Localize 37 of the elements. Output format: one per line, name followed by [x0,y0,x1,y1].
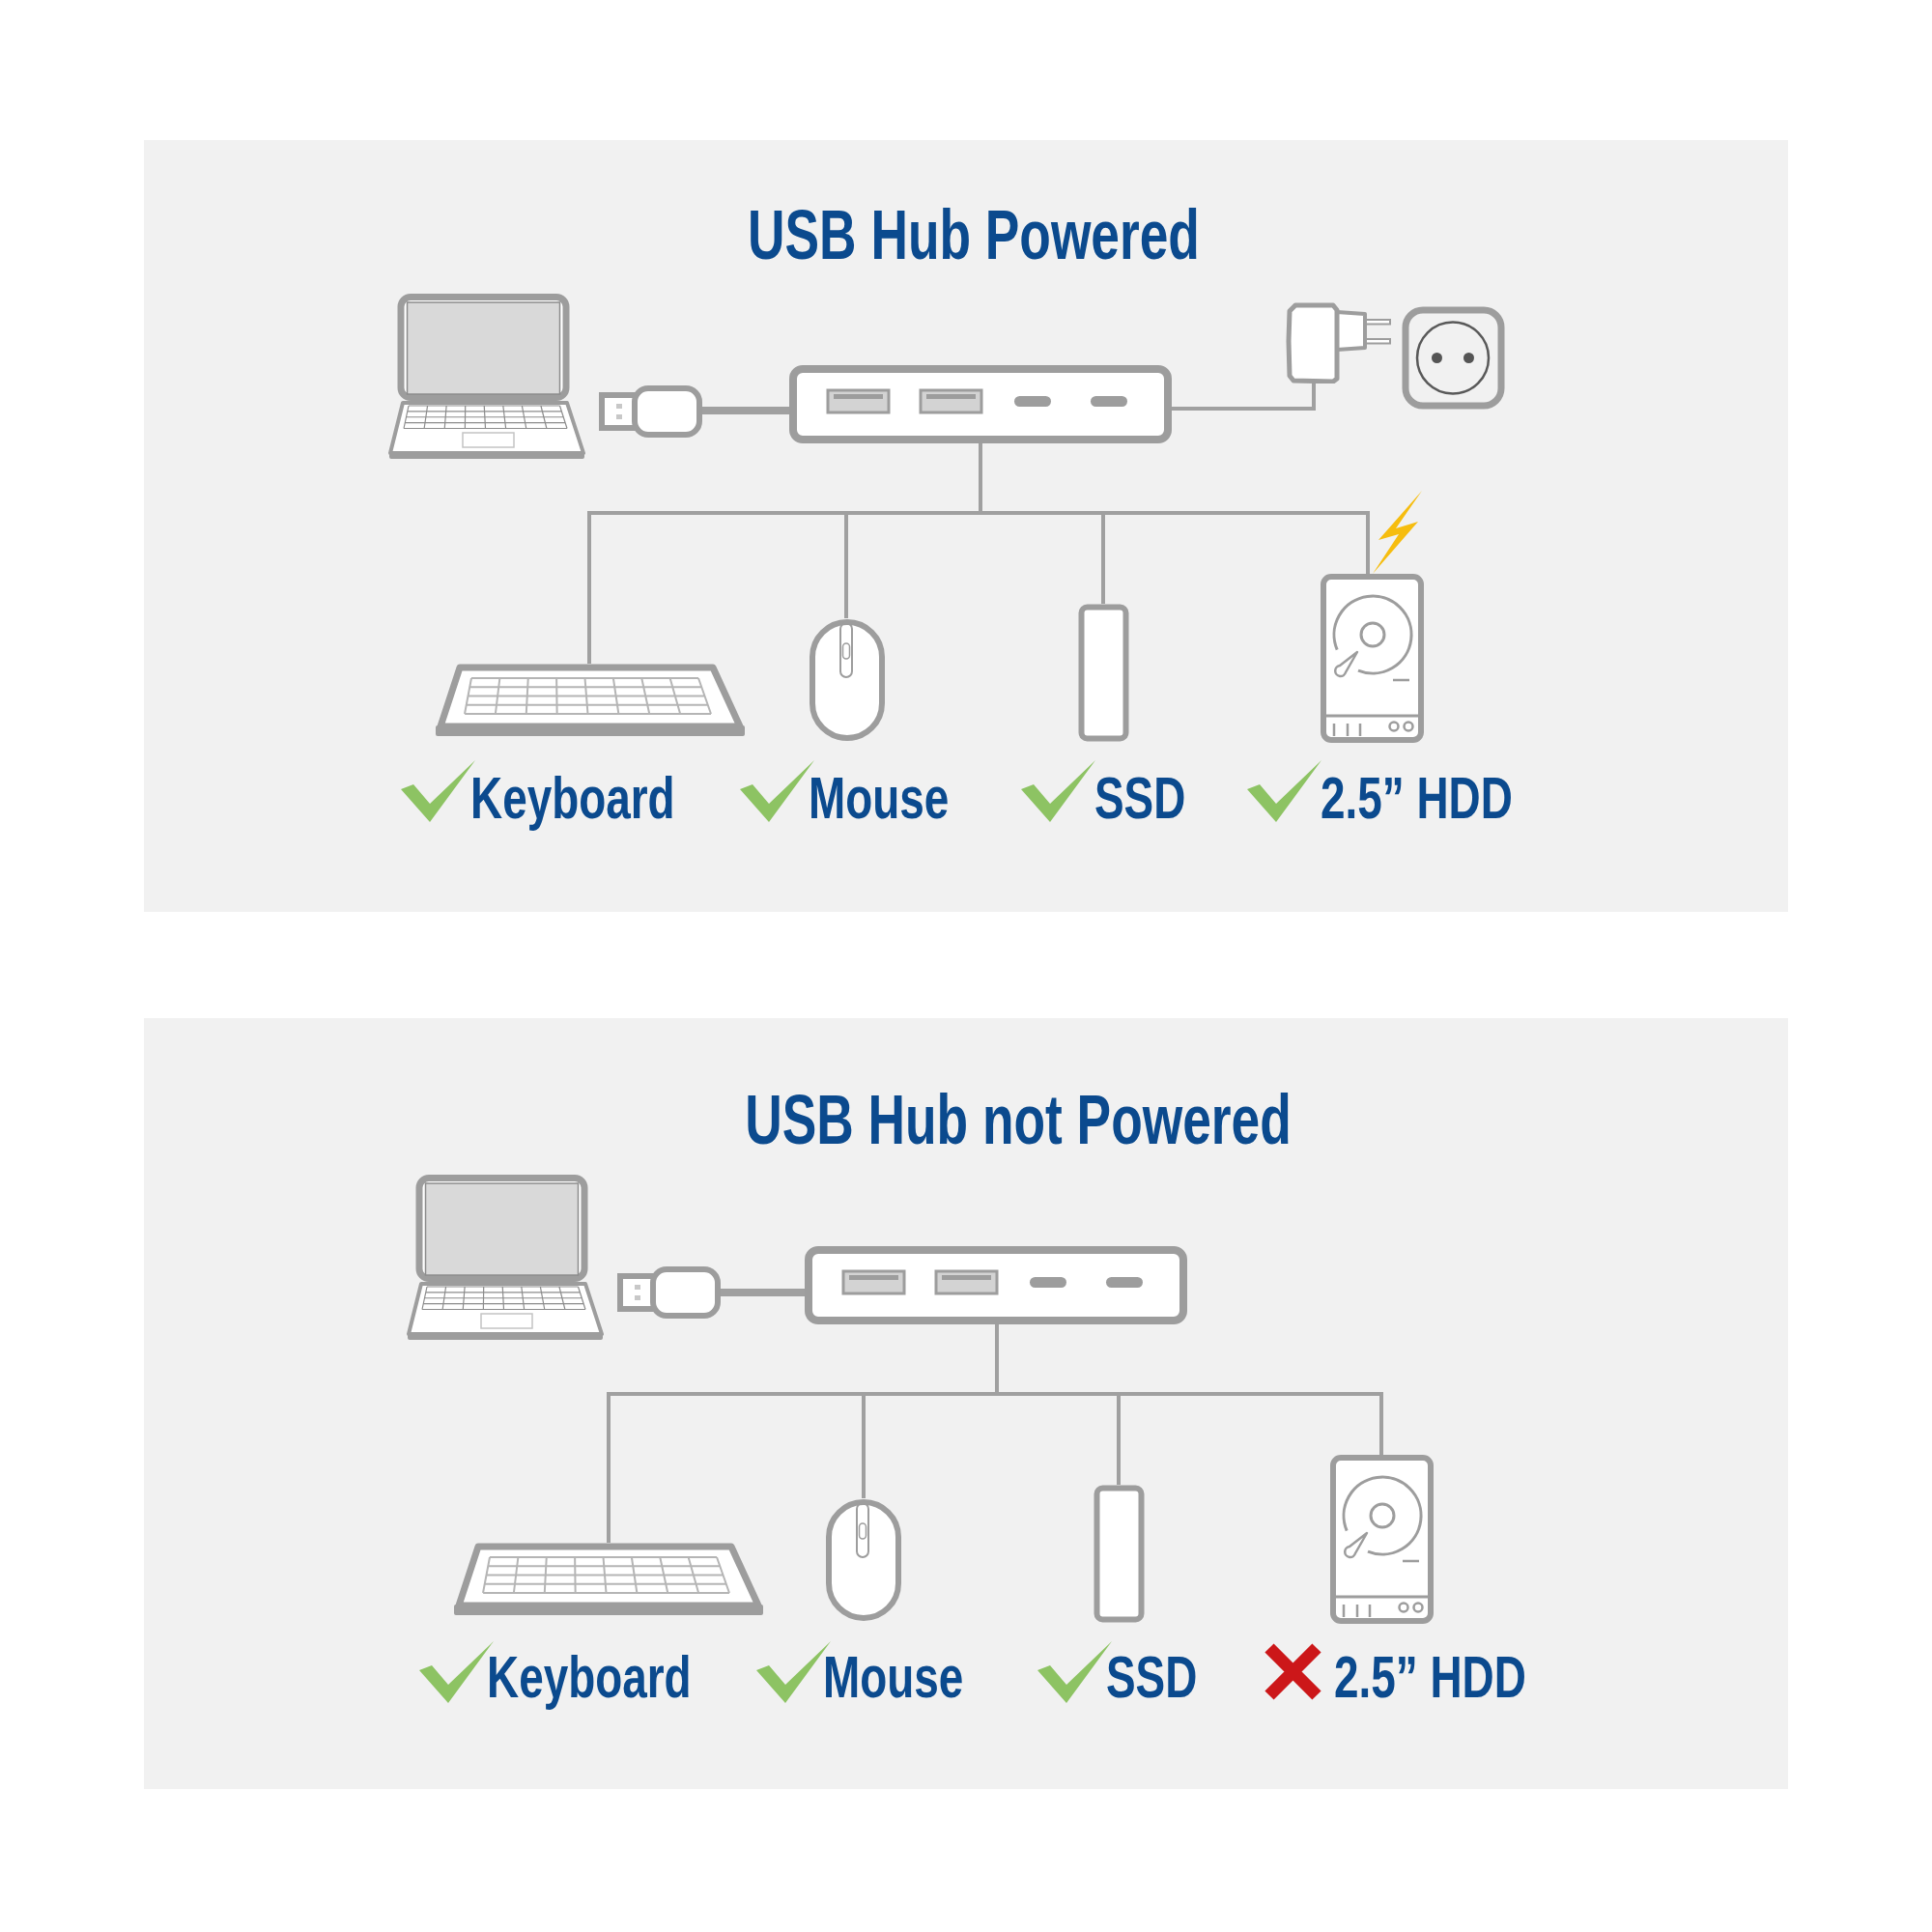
device-label: Mouse [823,1641,964,1712]
device-label: Mouse [809,762,950,833]
keyboard-drawing [454,1543,763,1618]
connector-line [862,1394,866,1498]
cable [1172,384,1316,411]
device-label: 2.5” HDD [1321,762,1513,833]
device-label: 2.5” HDD [1334,1641,1526,1712]
panel-title: USB Hub not Powered [745,1078,1292,1160]
connector-line [585,441,1372,515]
panel [144,140,1788,912]
usb-plug-drawing [599,385,702,438]
keyboard-drawing [436,664,745,739]
device-label: Keyboard [470,762,675,833]
wall-socket-drawing [1402,306,1505,410]
device-label: SSD [1094,762,1186,833]
hard-drive-drawing [1330,1455,1434,1624]
connector-line [844,513,848,618]
connector-line [607,1394,611,1543]
device-label: Keyboard [487,1641,692,1712]
connector-line [1379,1394,1383,1455]
ssd-drawing [1078,604,1129,742]
connector-line [1101,513,1105,604]
connector-line [587,513,591,664]
usb-hub-drawing [789,365,1172,443]
device-label: SSD [1106,1641,1198,1712]
ssd-drawing [1094,1485,1145,1623]
connector-line [1117,1394,1121,1485]
laptop-drawing [406,1175,605,1341]
power-adapter-drawing [1286,302,1393,384]
connector-line [1366,513,1370,574]
panel [144,1018,1788,1789]
laptop-drawing [387,294,586,460]
panel-title: USB Hub Powered [748,193,1200,275]
hard-drive-drawing [1321,574,1424,743]
usb-hub-drawing [805,1246,1187,1324]
usb-plug-drawing [617,1266,721,1319]
connector-line [605,1322,1385,1396]
